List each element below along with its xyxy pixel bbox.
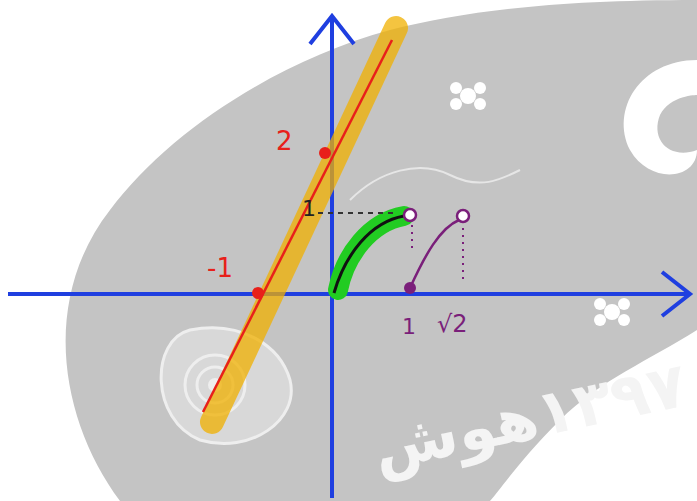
axis-arrowhead (310, 16, 354, 44)
intercept-label: -1 (207, 255, 233, 281)
y-axis (330, 18, 334, 498)
intercept-dot (252, 287, 264, 299)
flower-ornament (450, 82, 630, 326)
intercept-dot (319, 147, 331, 159)
closed-endpoint (404, 282, 416, 294)
open-endpoint (457, 210, 469, 222)
open-endpoint (404, 209, 416, 221)
axis-value: 1 (302, 198, 316, 220)
shifted-curve (410, 220, 459, 288)
axis-value: 1 (402, 316, 416, 338)
axis-value: √2 (437, 312, 468, 336)
dotted-guide (411, 225, 413, 250)
curve-highlight (338, 216, 404, 290)
dashed-guide (318, 212, 398, 214)
dotted-guide (462, 228, 464, 282)
root-curve (334, 216, 404, 293)
intercept-label: 2 (276, 128, 293, 154)
paisley-ground (66, 0, 697, 501)
paisley-swirl (624, 60, 697, 174)
axis-arrowhead (662, 272, 690, 316)
x-axis (8, 292, 688, 296)
vine-ornament (350, 168, 520, 200)
